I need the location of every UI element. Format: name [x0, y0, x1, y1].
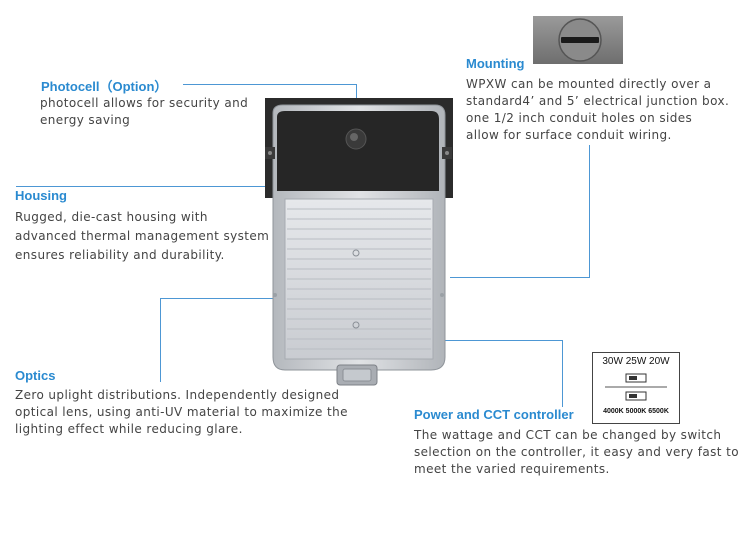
optics-line: lighting effect while reducing glare.: [15, 422, 243, 436]
mounting-leader-h: [450, 277, 590, 278]
mounting-leader-v: [589, 145, 590, 278]
housing-text: Rugged, die-cast housing with advanced t…: [15, 208, 269, 265]
mounting-line: allow for surface conduit wiring.: [466, 128, 672, 142]
mounting-line: one 1/2 inch conduit holes on sides: [466, 111, 693, 125]
housing-line: ensures reliability and durability.: [15, 248, 225, 262]
mounting-plate-image: [533, 16, 623, 64]
housing-line: Rugged, die-cast housing with: [15, 210, 208, 224]
photocell-title: Photocell（Option）: [41, 79, 168, 94]
mounting-text: WPXW can be mounted directly over a stan…: [466, 76, 729, 144]
controller-switch-image: 30W 25W 20W 4000K 5000K 6500K: [592, 352, 680, 424]
housing-line: advanced thermal management system: [15, 229, 270, 243]
optics-leader-v: [160, 298, 161, 382]
mounting-title: Mounting: [466, 56, 525, 71]
mounting-line: WPXW can be mounted directly over a: [466, 77, 712, 91]
controller-wattage-label: 30W 25W 20W: [602, 356, 670, 367]
optics-leader-h: [160, 298, 273, 299]
controller-leader-v: [562, 340, 563, 407]
photocell-line: photocell allows for security and: [40, 96, 249, 110]
controller-cct-label: 4000K 5000K 6500K: [603, 408, 669, 415]
optics-title: Optics: [15, 368, 56, 383]
controller-leader-h: [375, 340, 563, 341]
wall-pack-fixture-image: [265, 98, 453, 386]
mounting-line: standard4’ and 5’ electrical junction bo…: [466, 94, 730, 108]
housing-leader-h: [16, 186, 290, 187]
optics-text: Zero uplight distributions. Independentl…: [15, 387, 348, 438]
photocell-line: energy saving: [40, 113, 131, 127]
controller-line: selection on the controller, it easy and…: [414, 445, 739, 459]
controller-line: meet the varied requirements.: [414, 462, 610, 476]
photocell-leader-h: [183, 84, 357, 85]
optics-line: optical lens, using anti-UV material to …: [15, 405, 348, 419]
controller-line: The wattage and CCT can be changed by sw…: [414, 428, 722, 442]
controller-title: Power and CCT controller: [414, 407, 574, 422]
housing-title: Housing: [15, 188, 67, 203]
controller-text: The wattage and CCT can be changed by sw…: [414, 427, 739, 478]
photocell-text: photocell allows for security and energy…: [40, 95, 248, 129]
optics-line: Zero uplight distributions. Independentl…: [15, 388, 340, 402]
dip-switch-icon: [605, 373, 667, 401]
